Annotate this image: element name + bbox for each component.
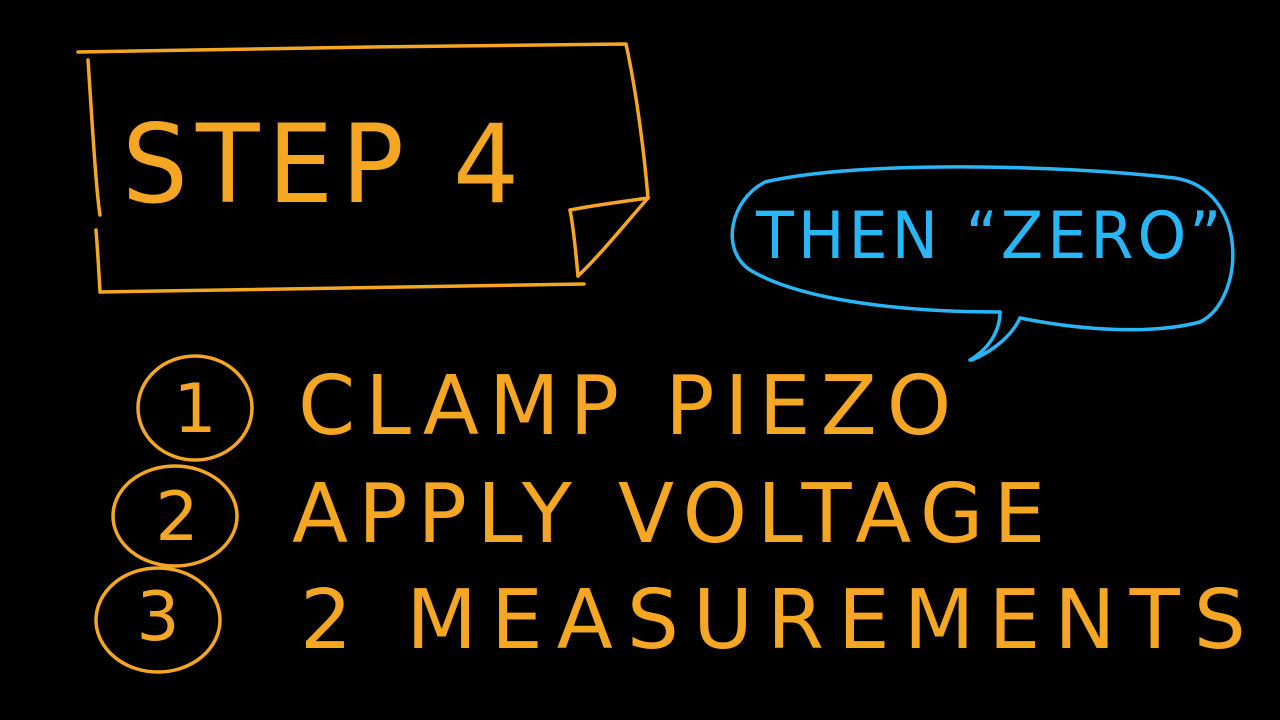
title-frame [76,42,650,294]
callout-text: THEN “ZERO” [756,197,1226,274]
step-number-3: 3 [136,578,180,657]
step-number-2: 2 [155,478,199,557]
step-title: STEP 4 [122,99,528,229]
step-item-apply-voltage: APPLY VOLTAGE [292,467,1056,562]
step-item-clamp-piezo: CLAMP PIEZO [298,359,962,454]
circle-1 [136,354,254,462]
step-number-1: 1 [173,370,217,449]
circle-2 [111,464,239,568]
circle-3 [94,566,222,674]
step-item-measurements: 2 MEASUREMENTS [300,573,1260,668]
number-circles [94,354,254,674]
speech-bubble [730,165,1235,362]
